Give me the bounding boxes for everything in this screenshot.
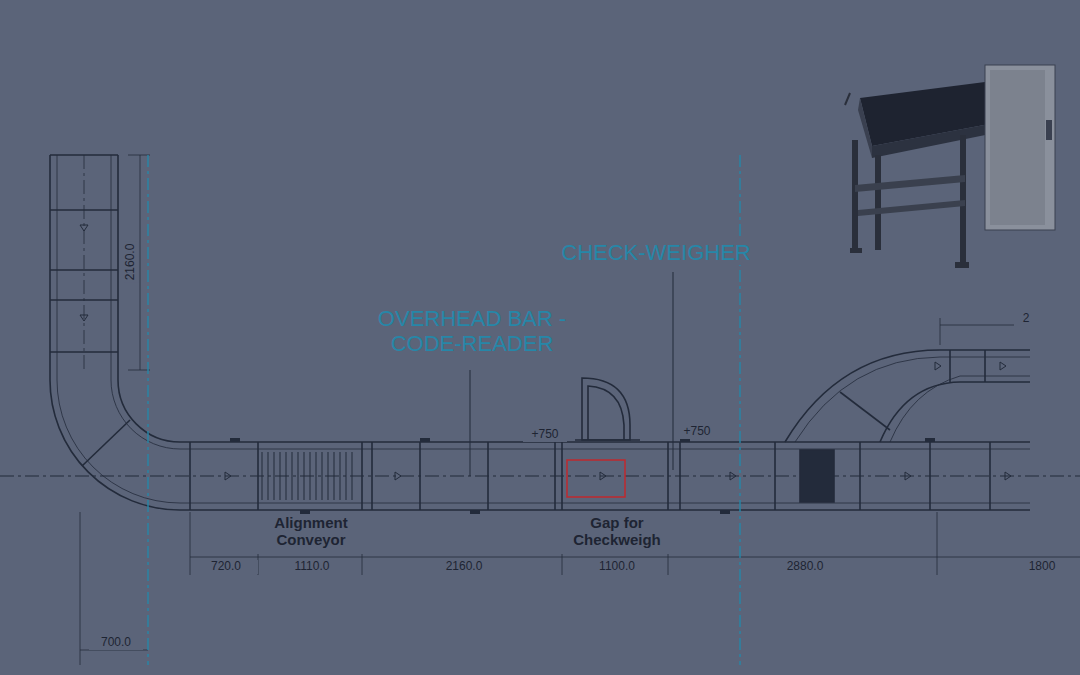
- dimension-text: 700.0: [89, 636, 143, 650]
- dimension-text: 1110.0: [280, 560, 344, 574]
- part-label: Alignment Conveyor: [261, 514, 361, 549]
- part-label: Gap for Checkweigh: [567, 514, 667, 549]
- dimension-text: 1100.0: [585, 560, 649, 574]
- dimension-text: 2880.0: [773, 560, 837, 574]
- dimension-text: 720.0: [194, 560, 258, 574]
- dimension-text: 2: [1014, 312, 1038, 326]
- elevation-text: +750: [523, 428, 567, 442]
- dimension-text: 2160.0: [432, 560, 496, 574]
- dimension-text: 1800: [1015, 560, 1069, 574]
- dimension-text: 2160.0: [124, 242, 138, 283]
- callout-label: OVERHEAD BAR -CODE-READER: [370, 306, 574, 357]
- callout-label: CHECK-WEIGHER: [544, 240, 768, 265]
- elevation-text: +750: [675, 425, 719, 439]
